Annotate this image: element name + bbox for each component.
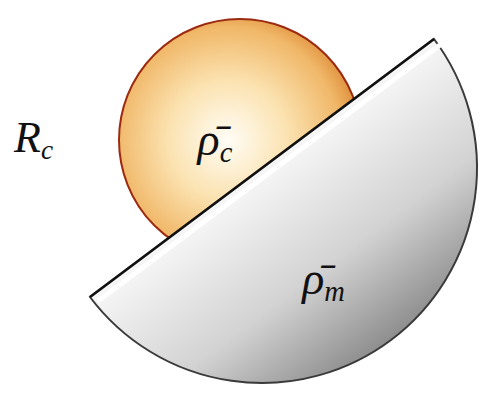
density-symbol: ρ̄c: [198, 117, 233, 163]
hemisphere-body: [90, 39, 477, 383]
radius-label: Rc: [14, 116, 53, 160]
face-edge: [90, 39, 434, 297]
base-symbol: R: [14, 113, 41, 162]
subscript: m: [324, 276, 345, 307]
subscript: c: [41, 135, 53, 165]
hemisphere-outline: [90, 39, 477, 383]
base-symbol: ρ̄: [198, 114, 220, 165]
base-symbol: ρ̄: [302, 253, 324, 304]
subscript: c: [220, 137, 233, 168]
density-symbol: ρ̄m: [302, 256, 345, 302]
label-holder: Rc: [14, 116, 53, 160]
face-rim: [98, 45, 440, 301]
mantle-hemisphere: ρ̄m: [90, 39, 477, 383]
